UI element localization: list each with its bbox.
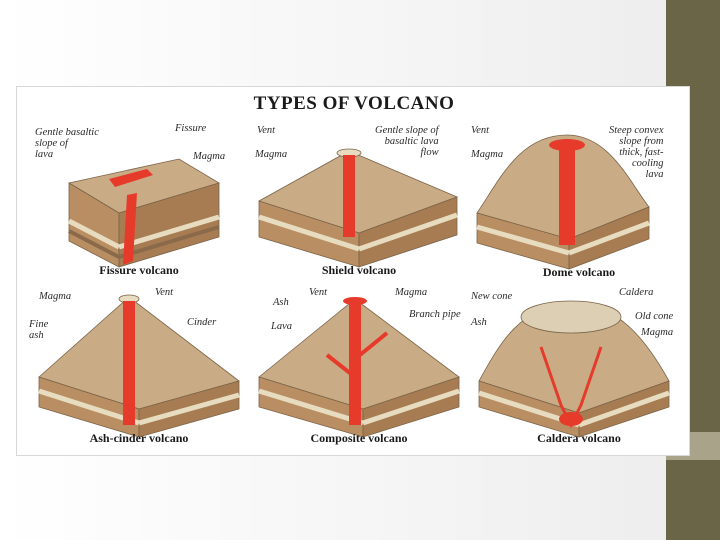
label-magma: Magma — [39, 291, 71, 302]
panel-shield-volcano: Vent Magma Gentle slope of basaltic lava… — [249, 121, 469, 291]
caption-shield-volcano: Shield volcano — [249, 263, 469, 278]
label-ash: Ash — [471, 317, 487, 328]
caption-ash-cinder-volcano: Ash-cinder volcano — [29, 431, 249, 446]
ash-cinder-volcano-illustration — [29, 285, 249, 455]
composite-magma-conduit — [349, 301, 361, 425]
panel-fissure-volcano: Gentle basaltic slope of lava Fissure Ma… — [29, 121, 249, 291]
label-vent: Vent — [155, 287, 173, 298]
label-gentle-slope-basaltic: Gentle slope of basaltic lava flow — [375, 125, 439, 158]
ash-cinder-magma-conduit — [123, 301, 135, 425]
label-fine-ash: Fine ash — [29, 319, 48, 341]
label-magma: Magma — [395, 287, 427, 298]
label-magma: Magma — [641, 327, 673, 338]
label-magma: Magma — [255, 149, 287, 160]
fissure-block — [69, 159, 219, 267]
label-old-cone: Old cone — [635, 311, 673, 322]
label-vent: Vent — [309, 287, 327, 298]
shield-magma-conduit — [343, 155, 355, 237]
panel-caldera-volcano: New cone Caldera Ash Old cone Magma Cald… — [469, 285, 689, 455]
label-vent: Vent — [471, 125, 489, 136]
caption-dome-volcano: Dome volcano — [469, 265, 689, 280]
label-magma: Magma — [193, 151, 225, 162]
label-cinder: Cinder — [187, 317, 216, 328]
panel-composite-volcano: Ash Vent Magma Lava Branch pipe Composit… — [249, 285, 469, 455]
caption-caldera-volcano: Caldera volcano — [469, 431, 689, 446]
caption-composite-volcano: Composite volcano — [249, 431, 469, 446]
label-new-cone: New cone — [471, 291, 512, 302]
diagram-panel: TYPES OF VOLCANO Gentle basaltic slope o… — [16, 86, 690, 456]
diagram-title: TYPES OF VOLCANO — [17, 93, 691, 115]
label-caldera: Caldera — [619, 287, 653, 298]
label-fissure: Fissure — [175, 123, 206, 134]
label-gentle-basaltic-slope: Gentle basaltic slope of lava — [35, 127, 99, 160]
panel-dome-volcano: Vent Magma Steep convex slope from thick… — [469, 121, 689, 291]
label-magma: Magma — [471, 149, 503, 160]
label-ash: Ash — [273, 297, 289, 308]
caption-fissure-volcano: Fissure volcano — [29, 263, 249, 278]
panel-ash-cinder-volcano: Magma Vent Fine ash Cinder Ash-cinder vo… — [29, 285, 249, 455]
label-vent: Vent — [257, 125, 275, 136]
label-lava: Lava — [271, 321, 292, 332]
dome-magma-conduit — [559, 145, 575, 245]
label-steep-convex-slope: Steep convex slope from thick, fast- coo… — [609, 125, 664, 180]
label-branch-pipe: Branch pipe — [409, 309, 461, 320]
